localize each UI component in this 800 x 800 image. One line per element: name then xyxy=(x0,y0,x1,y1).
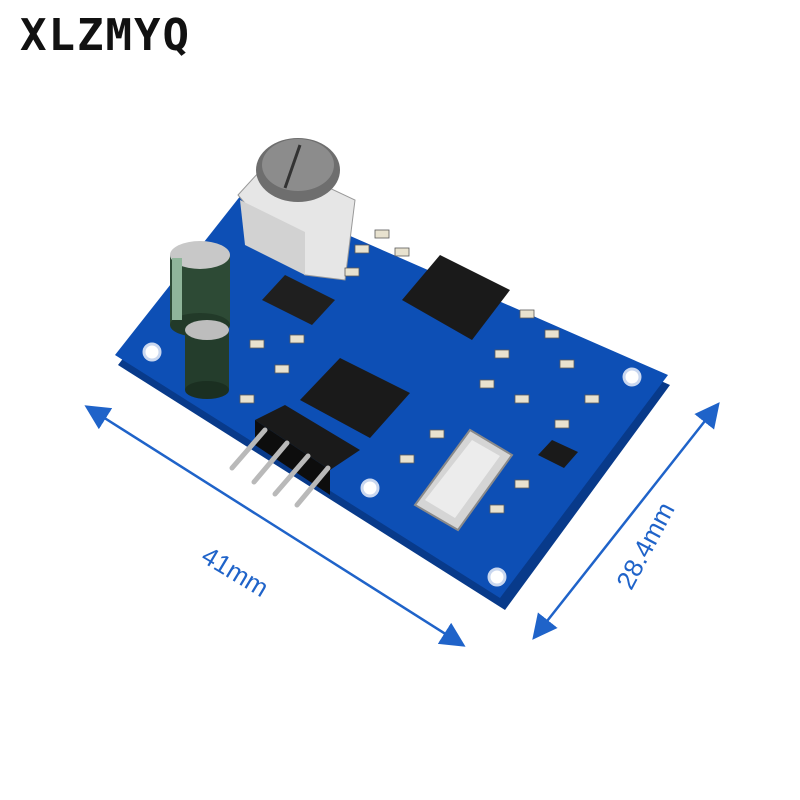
height-dimension-line xyxy=(532,402,720,640)
mounting-hole xyxy=(622,367,642,387)
brand-logo-text: XLZMYQ xyxy=(20,10,191,61)
mounting-hole xyxy=(487,567,507,587)
width-dimension-line xyxy=(84,405,466,647)
small-chip xyxy=(262,275,335,325)
mounting-hole xyxy=(142,342,162,362)
electrolytic-capacitor xyxy=(185,320,229,399)
mounting-hole xyxy=(360,478,380,498)
transducer-connector xyxy=(237,138,356,281)
soic-chip xyxy=(402,255,510,340)
